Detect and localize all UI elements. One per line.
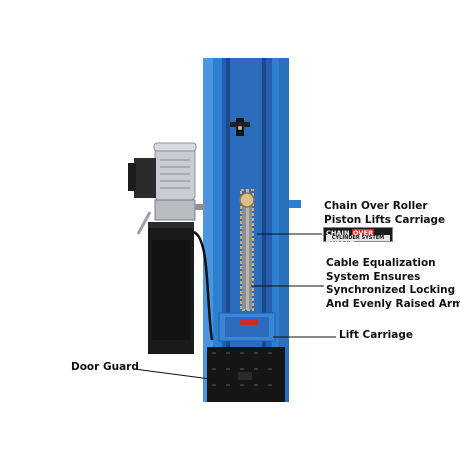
- callout-door-guard: Door Guard: [71, 361, 139, 373]
- motor-top-cap: [153, 142, 197, 152]
- callout-cable-line-2: System Ensures: [326, 270, 421, 283]
- chain-core: [246, 190, 249, 310]
- door-guard-logo-plate: [238, 372, 252, 380]
- side-bracket: [289, 200, 301, 208]
- channel-rail-right: [262, 58, 266, 402]
- badge-title: CHAIN OVER ROLLER: [326, 229, 392, 245]
- callout-cable-line-4: And Evenly Raised Arms: [326, 297, 460, 310]
- carriage-warning-label: [240, 319, 258, 325]
- callout-line-door-guard: [133, 368, 219, 381]
- column-left-highlight: [203, 58, 213, 402]
- chain-over-roller-badge: CHAIN OVER ROLLER CYLINDER SYSTEM: [323, 227, 393, 245]
- door-guard-studs: [212, 352, 272, 386]
- pump-block: [154, 199, 196, 221]
- motor-capacitor: [128, 163, 136, 191]
- callout-chain-over-roller: Chain Over Roller Piston Lifts Carriage: [324, 200, 445, 227]
- safety-lock-bolt: [238, 126, 242, 130]
- badge-word-3: ROLLER: [326, 237, 355, 245]
- hydraulic-tank-face: [152, 240, 190, 340]
- release-handle: [136, 211, 152, 235]
- callout-chain-line-2: Piston Lifts Carriage: [324, 213, 446, 226]
- badge-word-2: OVER: [351, 229, 375, 237]
- hydraulic-tank-rim: [148, 222, 194, 228]
- callout-cable-line-3: Synchronized Locking: [326, 284, 456, 296]
- badge-word-1: CHAIN: [326, 229, 350, 237]
- hydraulic-hose: [193, 230, 214, 341]
- callout-chain-line-1: Chain Over Roller: [324, 200, 428, 212]
- callout-cable-equalization: Cable Equalization System Ensures Synchr…: [326, 257, 460, 311]
- channel-rail-left: [226, 58, 230, 402]
- motor-cooling-fins: [160, 159, 190, 189]
- motor-junction-box: [134, 158, 156, 198]
- chain-roller: [239, 192, 255, 208]
- callout-cable-line-1: Cable Equalization: [326, 257, 436, 269]
- safety-lock-bar: [230, 122, 250, 127]
- callout-lift-carriage: Lift Carriage: [339, 329, 414, 341]
- pump-mount-bracket: [195, 204, 205, 210]
- badge-subtitle: CYLINDER SYSTEM: [326, 235, 390, 241]
- column-right-edge: [279, 58, 289, 402]
